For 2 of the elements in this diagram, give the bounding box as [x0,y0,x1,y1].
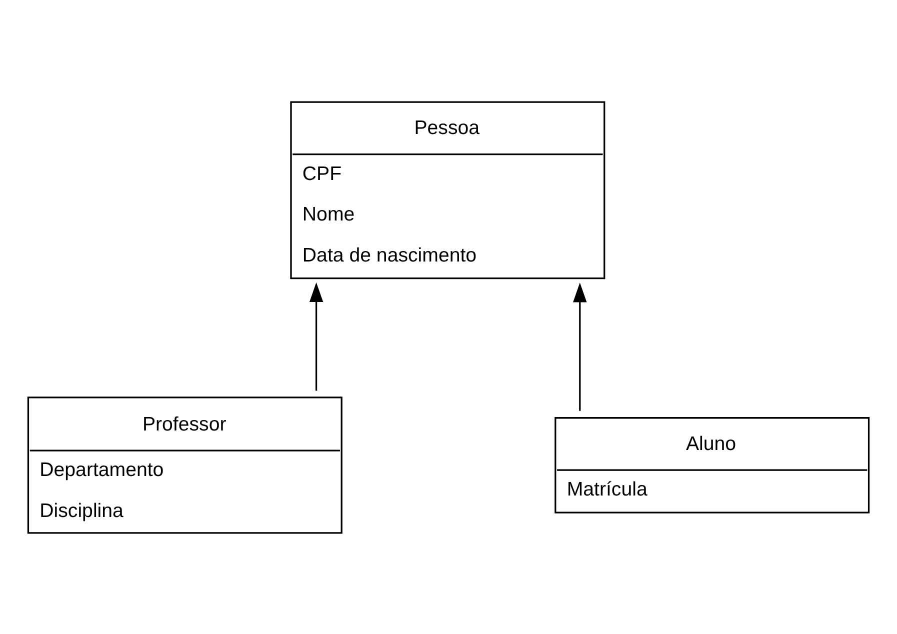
arrow [309,282,324,390]
arrow [573,282,587,410]
